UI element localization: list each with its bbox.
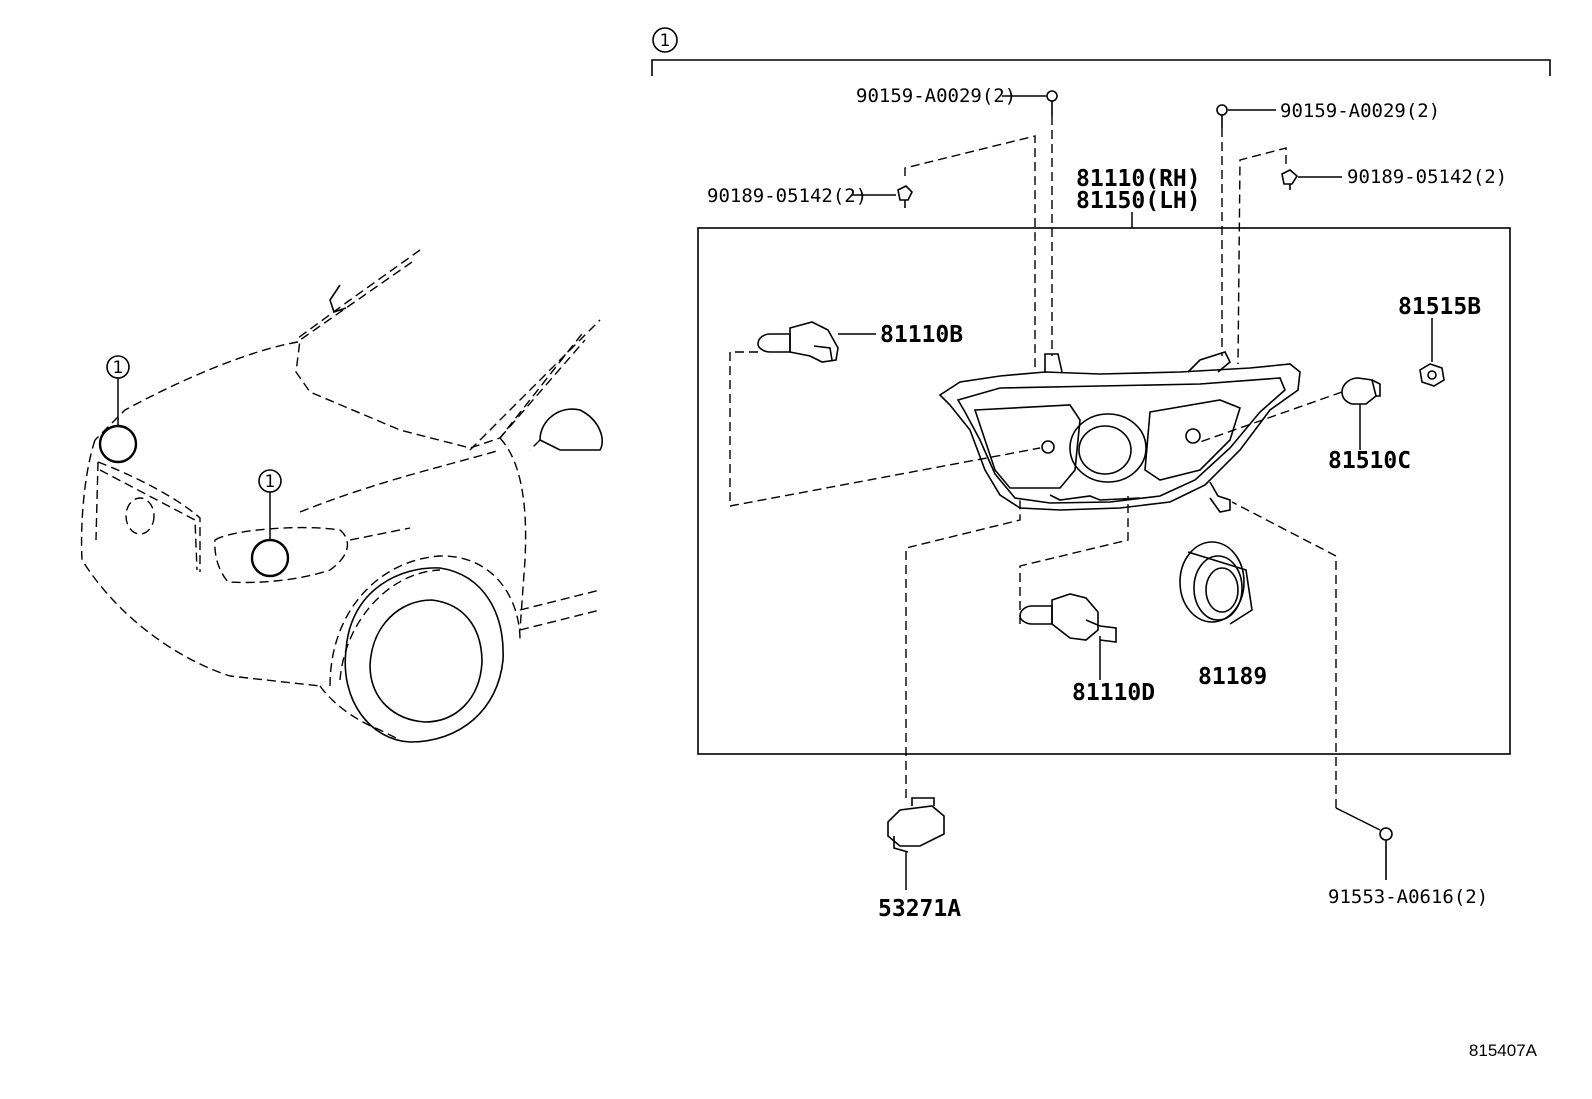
callout-number: 1 <box>265 472 276 492</box>
label-screw: 91553-A0616(2) <box>1328 886 1488 908</box>
assembly-bracket: 1 <box>651 27 1551 76</box>
cover-81189-icon <box>1179 541 1253 625</box>
callout-marker-left-1: 1 <box>106 355 130 379</box>
screw-91553-icon <box>1379 827 1393 880</box>
label-bolt-top-right: 90159-A0029(2) <box>1280 100 1440 122</box>
label-bulb-b: 81110B <box>880 322 963 348</box>
connector-53271a-icon <box>887 797 945 853</box>
vehicle-front-illustration <box>80 249 604 743</box>
bulb-81110b-icon <box>757 321 839 363</box>
label-bolt-top-left: 90159-A0029(2) <box>856 85 1016 107</box>
callout-marker-left-2: 1 <box>258 469 282 493</box>
bolt-top-left-icon <box>1046 90 1058 116</box>
headlamp-unit <box>938 351 1301 513</box>
assembly-callout-number: 1 <box>660 31 671 51</box>
label-connector: 53271A <box>878 896 961 922</box>
label-clip-left: 90189-05142(2) <box>707 185 867 207</box>
bolt-top-right-icon <box>1216 104 1228 128</box>
label-cover: 81189 <box>1198 664 1267 690</box>
diagram-id: 815407A <box>1469 1041 1538 1060</box>
clip-right-icon <box>1281 169 1299 190</box>
label-headlamp-lh: 81150(LH) <box>1076 188 1201 214</box>
headlamp-assembly-box <box>697 227 1511 755</box>
bulb-81110d-icon <box>1019 593 1117 643</box>
label-bulb-d: 81110D <box>1072 680 1155 706</box>
bulb-81510c-icon <box>1341 377 1381 405</box>
callout-number: 1 <box>113 358 124 378</box>
socket-81515b-icon <box>1419 363 1445 387</box>
label-socket-b: 81515B <box>1398 294 1481 320</box>
clip-left-icon <box>897 185 913 208</box>
label-headlamp-rh: 81110(RH) <box>1076 166 1201 192</box>
label-bulb-c: 81510C <box>1328 448 1411 474</box>
label-clip-right: 90189-05142(2) <box>1347 166 1507 188</box>
